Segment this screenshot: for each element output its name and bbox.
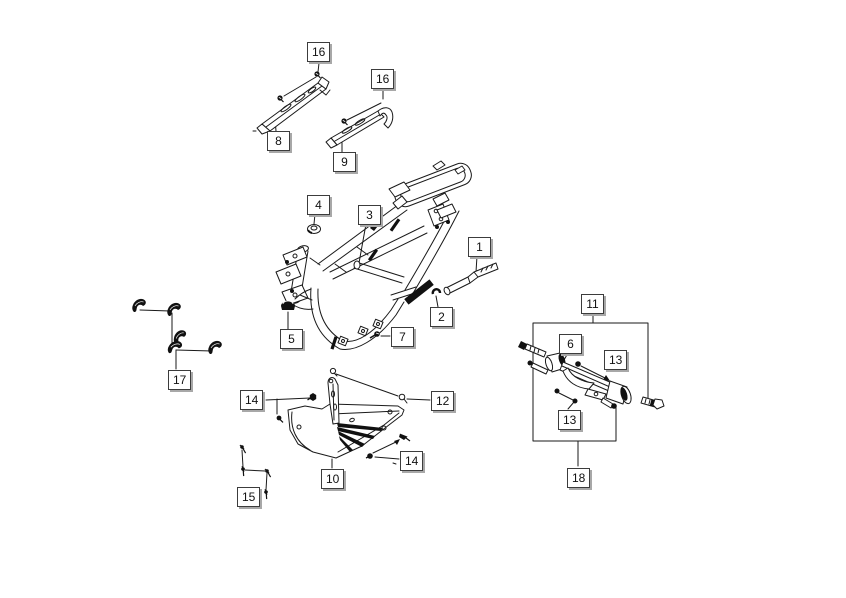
- part-9-side-rail: [325, 107, 394, 149]
- callout-12[interactable]: 12: [431, 391, 455, 411]
- callout-17-label: 17: [173, 373, 187, 387]
- leader-lines: [139, 62, 649, 491]
- callout-15-label: 15: [242, 490, 256, 504]
- callout-9[interactable]: 9: [333, 152, 356, 172]
- callout-13-b-label: 13: [563, 413, 577, 427]
- part-7-bolt: [369, 331, 380, 339]
- callout-1-label: 1: [476, 240, 483, 254]
- callout-6[interactable]: 6: [559, 334, 582, 354]
- part-12-screws: [329, 367, 408, 404]
- part-6-engine-mount-assembly: [518, 341, 665, 410]
- callout-16-b-label: 16: [376, 72, 390, 86]
- callout-6-label: 6: [567, 337, 574, 351]
- part-3-frame-body: [275, 160, 472, 350]
- callout-3[interactable]: 3: [358, 205, 381, 225]
- part-16-screw: [340, 117, 349, 126]
- callout-7-label: 7: [399, 330, 406, 344]
- part-13-washer: [575, 361, 581, 367]
- callout-1[interactable]: 1: [468, 237, 491, 257]
- callout-2-label: 2: [438, 310, 445, 324]
- part-13-washer: [554, 388, 560, 394]
- callout-10-label: 10: [326, 472, 340, 486]
- part-5-cap: [281, 300, 295, 310]
- callout-11[interactable]: 11: [581, 294, 604, 314]
- part-13-washer: [572, 398, 578, 404]
- callout-8-label: 8: [275, 134, 282, 148]
- callout-5-label: 5: [288, 332, 295, 346]
- part-4-bearing-cap: [307, 224, 321, 234]
- part-8-floor-rail: [256, 70, 331, 135]
- callout-10[interactable]: 10: [321, 469, 345, 489]
- callout-16-b[interactable]: 16: [371, 69, 395, 89]
- callout-11-label: 11: [586, 297, 599, 311]
- callout-16-a-label: 16: [312, 45, 326, 59]
- callout-2[interactable]: 2: [430, 307, 453, 327]
- part-10-under-pan: [287, 377, 405, 459]
- callout-8[interactable]: 8: [267, 131, 290, 151]
- callout-7[interactable]: 7: [391, 327, 414, 347]
- callout-14-b[interactable]: 14: [400, 451, 424, 471]
- part-16-screw: [276, 94, 285, 103]
- callout-13-a-label: 13: [609, 353, 623, 367]
- callout-14-a-label: 14: [245, 393, 259, 407]
- callout-14-b-label: 14: [405, 454, 419, 468]
- part-17-hooks: [131, 298, 223, 356]
- callout-18-label: 18: [572, 471, 586, 485]
- callout-13-a[interactable]: 13: [604, 350, 628, 370]
- callout-5[interactable]: 5: [280, 329, 303, 349]
- callout-3-label: 3: [366, 208, 373, 222]
- part-1-brace-pipe: [443, 262, 499, 296]
- callout-16-a[interactable]: 16: [307, 42, 331, 62]
- callout-14-a[interactable]: 14: [240, 390, 264, 410]
- callout-13-b[interactable]: 13: [558, 410, 582, 430]
- callout-4-label: 4: [315, 198, 322, 212]
- callout-9-label: 9: [341, 155, 348, 169]
- callout-12-label: 12: [436, 394, 450, 408]
- part-14-fasteners: [276, 393, 411, 459]
- callout-17[interactable]: 17: [168, 370, 192, 390]
- callout-15[interactable]: 15: [237, 487, 261, 507]
- callout-4[interactable]: 4: [307, 195, 330, 215]
- callout-18[interactable]: 18: [567, 468, 591, 488]
- part-2-clip: [431, 288, 442, 295]
